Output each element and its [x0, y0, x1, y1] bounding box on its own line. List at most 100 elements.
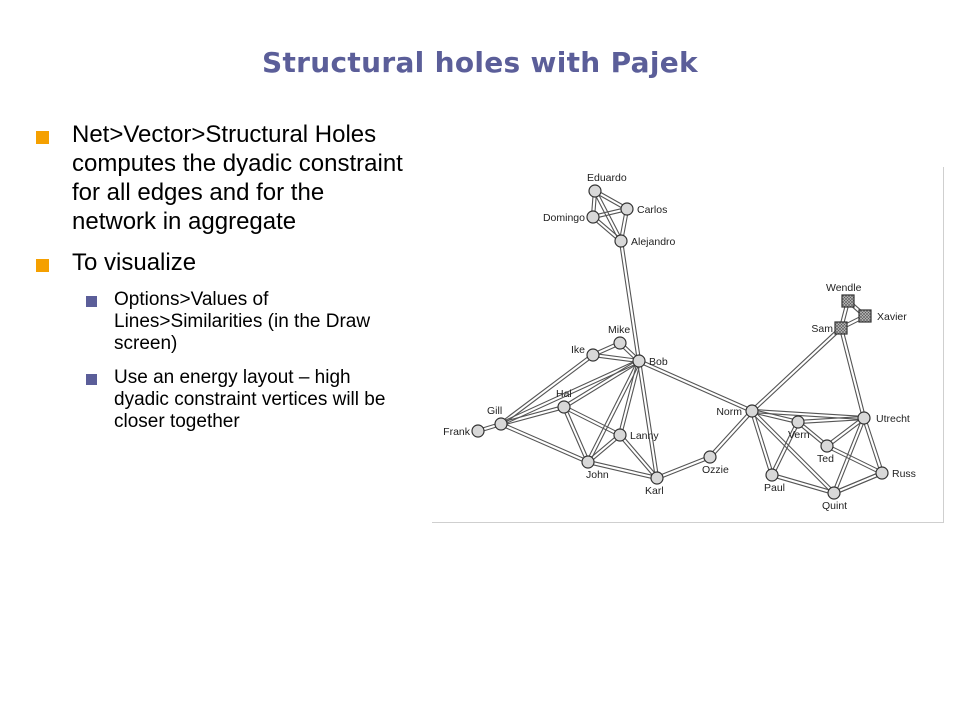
sub-bullet-list: Options>Values of Lines>Similarities (in… — [72, 289, 406, 433]
node-karl-marker — [650, 471, 664, 485]
edge-norm-quint-reverse — [752, 409, 836, 493]
node-bob-marker — [632, 354, 646, 368]
node-quint-label: Quint — [822, 500, 847, 512]
bullet-to-visualize: To visualize Options>Values of Lines>Sim… — [36, 248, 406, 433]
node-xavier-marker — [858, 309, 872, 323]
node-hal-marker — [557, 400, 571, 414]
node-ozzie-marker — [703, 450, 717, 464]
edge-norm-vern — [751, 412, 798, 425]
node-ted: Ted — [817, 439, 834, 465]
edge-hal-john-reverse — [564, 406, 590, 462]
node-mike-marker — [613, 336, 627, 350]
node-quint-marker — [827, 486, 841, 500]
edge-bob-hal-reverse — [564, 361, 641, 409]
node-ozzie: Ozzie — [702, 450, 729, 476]
node-wendle: Wendle — [826, 282, 862, 308]
edge-ozzie-norm — [710, 411, 754, 459]
blue-square-bullet-icon — [86, 296, 97, 307]
edge-ike-gill-reverse — [501, 355, 595, 426]
node-domingo-label: Domingo — [543, 212, 585, 224]
edge-norm-quint — [750, 411, 834, 495]
edge-lanny-john-reverse — [588, 435, 622, 464]
node-sam: Sam — [811, 321, 848, 335]
node-john-marker — [581, 455, 595, 469]
edge-hal-gill — [500, 404, 564, 423]
edge-ike-bob-reverse — [593, 352, 640, 360]
node-russ: Russ — [875, 466, 916, 480]
node-frank-label: Frank — [443, 426, 471, 438]
node-russ-marker — [875, 466, 889, 480]
node-mike-label: Mike — [608, 324, 630, 336]
edge-lanny-karl — [618, 435, 657, 480]
node-carlos: Carlos — [620, 202, 667, 216]
node-paul: Paul — [764, 468, 785, 494]
edge-hal-lanny-reverse — [564, 405, 621, 435]
node-vern-marker — [791, 415, 805, 429]
edge-utrecht-quint-reverse — [834, 418, 866, 494]
node-ike-marker — [586, 348, 600, 362]
edge-norm-paul-reverse — [753, 410, 775, 475]
bullet-text: To visualize — [72, 249, 197, 276]
node-xavier: Xavier — [858, 309, 907, 323]
node-hal-label: Hal — [556, 388, 572, 400]
edge-gill-john-reverse — [501, 422, 589, 462]
node-eduardo-label: Eduardo — [587, 172, 627, 184]
sub-bullet-options: Options>Values of Lines>Similarities (in… — [72, 289, 406, 355]
node-sam-marker — [834, 321, 848, 335]
node-karl: Karl — [645, 471, 664, 497]
edge-ted-russ-reverse — [827, 444, 883, 473]
node-norm: Norm — [716, 404, 759, 418]
node-wendle-label: Wendle — [826, 282, 862, 294]
node-norm-marker — [745, 404, 759, 418]
edge-sam-utrecht-reverse — [842, 327, 867, 418]
edge-alejandro-bob — [618, 241, 638, 362]
edge-ted-russ — [826, 446, 882, 475]
node-lanny-marker — [613, 428, 627, 442]
node-sam-label: Sam — [811, 323, 833, 335]
edge-bob-karl-reverse — [640, 360, 660, 478]
edge-vern-utrecht — [798, 419, 865, 425]
edge-vern-utrecht-reverse — [797, 415, 864, 421]
edge-ike-gill — [499, 353, 593, 424]
node-john-label: John — [586, 469, 609, 481]
edge-lanny-john — [586, 433, 620, 462]
node-eduardo-marker — [588, 184, 602, 198]
edge-alejandro-bob-reverse — [622, 240, 642, 361]
edge-paul-quint — [771, 476, 834, 496]
node-gill-label: Gill — [487, 405, 502, 417]
edge-sam-utrecht — [838, 328, 863, 419]
edge-lanny-karl-reverse — [620, 433, 659, 478]
node-vern: Vern — [788, 415, 810, 441]
edge-norm-vern-reverse — [752, 408, 799, 421]
node-ozzie-label: Ozzie — [702, 464, 729, 476]
node-karl-label: Karl — [645, 485, 664, 497]
node-layer: EduardoCarlosDomingoAlejandroWendleXavie… — [443, 172, 916, 512]
blue-square-bullet-icon — [86, 374, 97, 385]
node-utrecht: Utrecht — [857, 411, 910, 425]
node-ted-marker — [820, 439, 834, 453]
node-utrecht-marker — [857, 411, 871, 425]
node-gill: Gill — [487, 405, 508, 431]
edge-bob-norm-reverse — [639, 359, 753, 411]
node-quint: Quint — [822, 486, 847, 512]
node-xavier-label: Xavier — [877, 311, 907, 323]
network-diagram: EduardoCarlosDomingoAlejandroWendleXavie… — [443, 172, 916, 512]
node-domingo-marker — [586, 210, 600, 224]
node-john: John — [581, 455, 609, 481]
edge-utrecht-russ — [861, 418, 882, 474]
node-mike: Mike — [608, 324, 630, 350]
edge-john-karl-reverse — [588, 459, 658, 477]
edge-hal-gill-reverse — [501, 408, 565, 427]
edge-bob-john — [586, 360, 639, 462]
sub-bullet-text: Options>Values of Lines>Similarities (in… — [114, 289, 371, 354]
edge-gill-john — [500, 424, 588, 464]
node-gill-marker — [494, 417, 508, 431]
node-ted-label: Ted — [817, 453, 834, 465]
node-ike: Ike — [571, 344, 600, 362]
node-russ-label: Russ — [892, 468, 916, 480]
edge-utrecht-quint — [832, 417, 864, 493]
node-paul-label: Paul — [764, 482, 785, 494]
edge-norm-utrecht-reverse — [752, 408, 865, 417]
edge-ted-utrecht — [827, 418, 866, 448]
